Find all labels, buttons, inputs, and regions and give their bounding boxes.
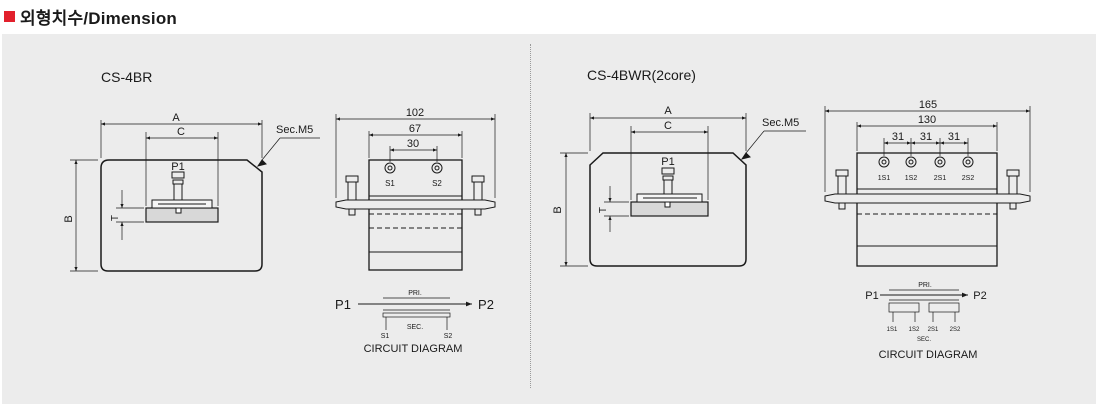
left-front-view bbox=[70, 120, 320, 272]
right-circuit-pri: PRI. bbox=[918, 282, 932, 289]
left-circuit-pri: PRI. bbox=[408, 290, 422, 297]
right-term-2s2: 2S2 bbox=[962, 175, 975, 182]
left-circuit-diagram bbox=[358, 297, 472, 330]
right-dim-c: C bbox=[664, 120, 672, 132]
left-circuit-caption: CIRCUIT DIAGRAM bbox=[364, 343, 463, 355]
left-circuit-p2: P2 bbox=[478, 297, 494, 312]
left-term-s2: S2 bbox=[432, 179, 442, 188]
right-circuit-sec: SEC. bbox=[917, 337, 931, 343]
left-circuit-sec: SEC. bbox=[407, 324, 423, 331]
right-pitch-2: 31 bbox=[920, 131, 932, 143]
section-title: 외형치수/Dimension bbox=[20, 8, 177, 28]
left-dim-b: B bbox=[63, 215, 75, 222]
right-circuit-p1: P1 bbox=[865, 290, 878, 302]
right-side-view bbox=[824, 106, 1031, 267]
red-square-icon bbox=[4, 10, 15, 22]
left-dim-c: C bbox=[177, 126, 185, 138]
left-width-total: 102 bbox=[406, 107, 424, 119]
left-dim-a: A bbox=[172, 112, 180, 124]
right-circuit-diagram bbox=[880, 289, 968, 322]
left-terminal-p1: P1 bbox=[171, 161, 184, 173]
left-sec-label: Sec.M5 bbox=[276, 124, 313, 136]
right-circuit-2s1: 2S1 bbox=[928, 327, 939, 333]
right-front-view bbox=[560, 113, 806, 267]
right-dim-t: T bbox=[598, 207, 609, 213]
left-drawing: CS-4BR bbox=[63, 69, 496, 355]
right-circuit-2s2: 2S2 bbox=[950, 327, 961, 333]
left-side-view bbox=[335, 114, 496, 271]
right-terminal-p1: P1 bbox=[661, 156, 674, 168]
right-term-1s2: 1S2 bbox=[905, 175, 918, 182]
right-width-mid: 130 bbox=[918, 114, 936, 126]
left-circuit-p1: P1 bbox=[335, 297, 351, 312]
left-dim-t: T bbox=[110, 215, 121, 221]
right-sec-label: Sec.M5 bbox=[762, 117, 799, 129]
left-model-label: CS-4BR bbox=[101, 69, 152, 85]
left-circuit-s2: S2 bbox=[444, 333, 453, 340]
left-width-mid: 67 bbox=[409, 123, 421, 135]
right-term-2s1: 2S1 bbox=[934, 175, 947, 182]
right-circuit-caption: CIRCUIT DIAGRAM bbox=[879, 349, 978, 361]
left-circuit-s1: S1 bbox=[381, 333, 390, 340]
right-model-label: CS-4BWR(2core) bbox=[587, 67, 696, 83]
right-dim-a: A bbox=[664, 105, 672, 117]
right-dim-b: B bbox=[552, 206, 564, 213]
right-pitch-3: 31 bbox=[948, 131, 960, 143]
panel-divider bbox=[530, 44, 531, 388]
section-header: 외형치수/Dimension bbox=[4, 4, 177, 28]
right-pitch-1: 31 bbox=[892, 131, 904, 143]
right-term-1s1: 1S1 bbox=[878, 175, 891, 182]
right-circuit-1s1: 1S1 bbox=[887, 327, 898, 333]
right-circuit-p2: P2 bbox=[973, 290, 986, 302]
right-drawing: CS-4BWR(2core) bbox=[552, 67, 1031, 361]
left-width-inner: 30 bbox=[407, 138, 419, 150]
right-width-total: 165 bbox=[919, 99, 937, 111]
left-term-s1: S1 bbox=[385, 179, 395, 188]
right-circuit-1s2: 1S2 bbox=[909, 327, 920, 333]
